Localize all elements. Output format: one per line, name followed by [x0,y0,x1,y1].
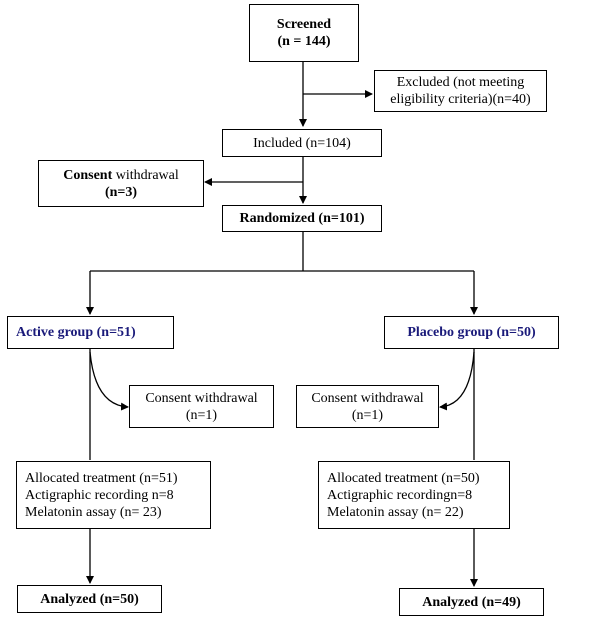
screened-count: (n = 144) [277,34,331,49]
active-withdrawal-box: Consent withdrawal (n=1) [129,385,274,428]
placebo-withdrawal-line2: (n=1) [351,407,384,423]
active-details-line: Melatonin assay (n= 23) [25,504,162,520]
arrow-active-withdrawal [89,351,129,411]
included-box: Included (n=104) [222,129,382,157]
placebo-withdrawal-line1: Consent withdrawal [311,390,424,406]
placebo-analyzed-box: Analyzed (n=49) [399,588,544,616]
consent-bold-word: Consent [63,167,113,183]
active-group-text: Active group (n=51) [16,325,136,340]
placebo-details-line: Allocated treatment (n=50) [327,470,480,486]
arrow-placebo-withdrawal [439,351,475,411]
randomized-box: Randomized (n=101) [222,205,382,232]
active-analyzed-text: Analyzed (n=50) [40,591,139,607]
placebo-analyzed-text: Analyzed (n=49) [422,594,521,610]
active-group-box: Active group (n=51) [7,316,174,349]
included-text: Included (n=104) [253,135,351,151]
active-details-box: Allocated treatment (n=51) Actigraphic r… [16,461,211,529]
placebo-details-line: Melatonin assay (n= 22) [327,504,464,520]
placebo-details-box: Allocated treatment (n=50) Actigraphic r… [318,461,510,529]
screened-title: Screened [276,17,332,32]
screened-box: Screened (n = 144) [249,4,359,62]
active-withdrawal-line2: (n=1) [185,407,218,423]
active-details-line: Actigraphic recording n=8 [25,487,174,503]
placebo-group-text: Placebo group (n=50) [407,325,536,340]
excluded-line2: eligibility criteria)(n=40) [390,92,531,107]
placebo-group-box: Placebo group (n=50) [384,316,559,349]
randomized-text: Randomized (n=101) [239,211,365,226]
consent-withdrawal-count: (n=3) [104,184,138,200]
excluded-line1: Excluded (not meeting [396,75,525,90]
placebo-withdrawal-box: Consent withdrawal (n=1) [296,385,439,428]
active-withdrawal-line1: Consent withdrawal [145,390,258,406]
consent-withdrawal-box: Consent withdrawal (n=3) [38,160,204,207]
active-details-line: Allocated treatment (n=51) [25,470,178,486]
consent-withdrawal-label: Consent withdrawal [63,167,179,184]
excluded-box: Excluded (not meeting eligibility criter… [374,70,547,112]
consent-rest-text: withdrawal [112,167,179,183]
active-analyzed-box: Analyzed (n=50) [17,585,162,613]
placebo-details-line: Actigraphic recordingn=8 [327,487,473,503]
